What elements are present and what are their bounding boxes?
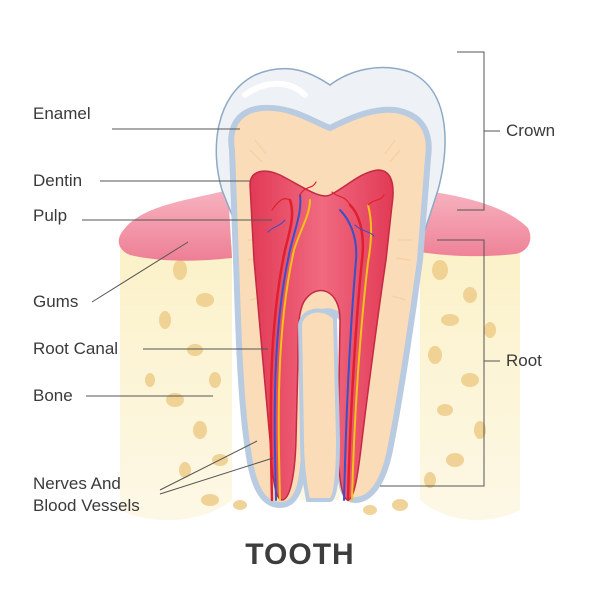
label-nerves-line2: Blood Vessels	[33, 496, 140, 515]
leader-lines	[82, 51, 500, 495]
label-enamel: Enamel	[33, 104, 91, 123]
root-bracket	[380, 239, 485, 487]
label-gums: Gums	[33, 292, 79, 311]
crown-bracket	[457, 51, 485, 211]
diagram-title: TOOTH	[245, 538, 355, 571]
nerves-leader-b	[159, 457, 274, 495]
label-nerves-line1: Nerves And	[33, 474, 121, 493]
nerves-and-blood-vessels	[267, 181, 385, 502]
label-crown: Crown	[506, 121, 556, 140]
label-bone: Bone	[33, 386, 73, 405]
bone-pores	[145, 260, 496, 515]
nerves-leader-a	[159, 440, 258, 491]
label-root: Root	[506, 351, 542, 370]
gums-leader	[91, 241, 189, 303]
label-root-canal: Root Canal	[33, 339, 119, 358]
label-pulp: Pulp	[33, 206, 68, 225]
label-dentin: Dentin	[33, 171, 83, 190]
